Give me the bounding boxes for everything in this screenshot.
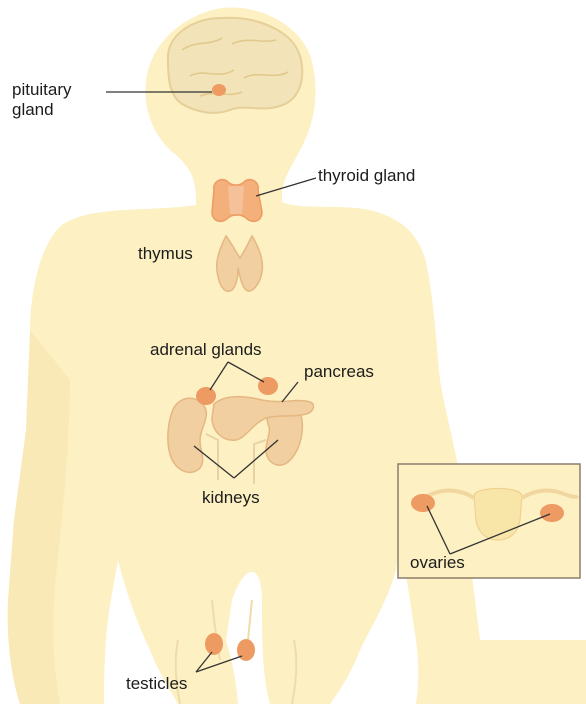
label-pancreas: pancreas [304, 362, 374, 382]
left-testicle [205, 633, 223, 655]
thyroid-gland [212, 180, 262, 222]
right-ovary [540, 504, 564, 522]
label-thymus: thymus [138, 244, 193, 264]
right-testicle [237, 639, 255, 661]
left-ovary [411, 494, 435, 512]
label-ovaries: ovaries [410, 553, 465, 573]
body-silhouette [8, 8, 586, 704]
brain [168, 18, 302, 113]
left-kidney [168, 398, 207, 472]
label-pituitary-line2: gland [12, 100, 54, 120]
label-pituitary-line1: pituitary [12, 80, 72, 100]
label-kidneys: kidneys [202, 488, 260, 508]
left-adrenal-gland [196, 387, 216, 405]
label-adrenal-glands: adrenal glands [150, 340, 262, 360]
label-thyroid-gland: thyroid gland [318, 166, 415, 186]
pituitary-gland [212, 84, 226, 96]
label-testicles: testicles [126, 674, 187, 694]
